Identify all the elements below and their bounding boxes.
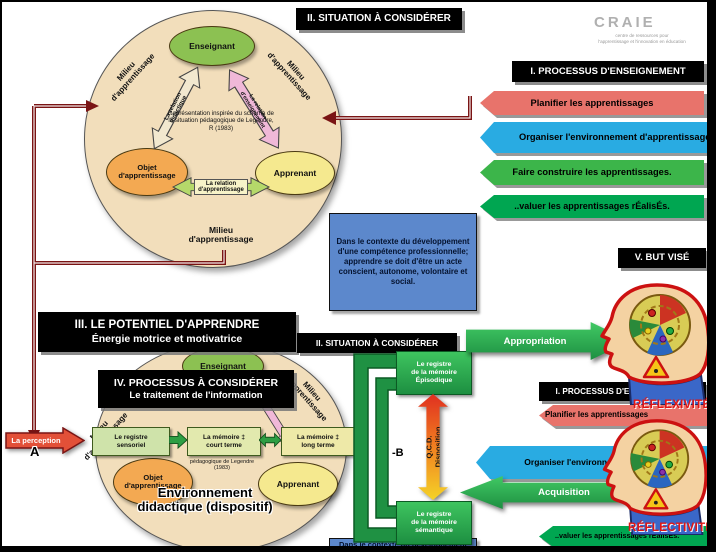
semantic-memory-box: Le registre de la mémoire sémantique	[396, 501, 472, 545]
milieu-label-bottom: Milieu d'apprentissage	[176, 225, 266, 245]
short-term-line-2: court terme	[206, 441, 242, 449]
legendre-caption-2: pédagogique de Legendre (1983)	[178, 459, 266, 472]
craie-logo: CRAIE	[594, 14, 656, 31]
learner-label: Apprenant	[276, 478, 320, 489]
long-term-memory-box: La mémoire ‡ long terme	[281, 427, 355, 456]
sensory-line-2: sensoriel	[116, 441, 146, 449]
object-label-2: d'apprentissage	[124, 481, 182, 490]
label-a: A	[30, 444, 40, 459]
semantic-line-1: Le registre	[416, 510, 452, 518]
situation-title: II. SITUATION À CONSIDÉRER	[315, 337, 439, 348]
reflexivity-label-top: RÉFLEXIVITÉ	[633, 399, 711, 411]
episodic-memory-box: Le registre de la mémoire Épisodique	[396, 351, 472, 395]
episodic-line-2: de la mémoire	[411, 368, 457, 376]
environment-line-2: didactique (dispositif)	[137, 498, 273, 514]
process-step-evaluer: ..valuer les apprentissages rÉalisÉs.	[480, 195, 704, 218]
object-label-1: Objet	[137, 163, 157, 173]
craie-tagline: centre de ressources pour l'apprentissag…	[576, 33, 708, 45]
process-step-label: ..valuer les apprentissages rÉalisÉs.	[514, 201, 670, 212]
teaching-process-title: I. PROCESSUS D'ENSEIGNEMENT	[530, 65, 686, 77]
cognition-head-top	[600, 283, 711, 405]
object-label-2: d'apprentissage	[118, 171, 176, 180]
semantic-line-3: sémantique	[415, 527, 453, 535]
semantic-line-2: de la mémoire	[411, 518, 457, 526]
cognition-head-bottom	[602, 419, 708, 535]
teaching-relation-arrow: La relation d'enseignement	[216, 60, 292, 157]
learning-object-node-2: Objet d'apprentissage	[113, 458, 193, 506]
object-label-1: Objet	[143, 473, 163, 483]
right-arrow-icon	[5, 426, 86, 455]
frame-border-left	[0, 0, 2, 552]
process-step-label: ..valuer les apprentissages rÉalisÉs.	[555, 531, 680, 541]
process-step-faire-construire: Faire construire les apprentissages.	[480, 160, 704, 185]
context-note-box: Dans le contexte du développement d'une …	[329, 213, 477, 311]
long-term-line-2: long terme	[301, 441, 335, 449]
acquisition-label: Acquisition	[538, 487, 590, 498]
teaching-process-title: I. PROCESSUS D'ENSEIGNEMENT	[555, 386, 690, 396]
didactic-environment-label: Environnement didactique (dispositif)	[95, 486, 315, 513]
learning-relation-arrow: La relation d'apprentissage	[171, 175, 271, 199]
craie-tagline-2: l'apprentissage et l'innovation en éduca…	[598, 38, 686, 44]
potential-subtitle: Énergie motrice et motivatrice	[91, 332, 243, 345]
acquisition-arrow: Acquisition	[460, 476, 638, 509]
didactic-relation-arrow: La relation didactique	[140, 59, 212, 158]
craie-tagline-1: centre de ressources pour	[615, 33, 669, 38]
sensory-line-1: Le registre	[114, 434, 148, 442]
frame-border-right	[707, 0, 716, 552]
process-step-label: Planifier les apprentissages	[530, 97, 654, 108]
long-term-line-1: La mémoire ‡	[297, 434, 339, 442]
process-step-label: Organiser l'environnement d'apprentissag…	[518, 132, 714, 143]
sensory-register-box: Le registre sensoriel	[92, 427, 170, 456]
appropriation-arrow: Appropriation	[466, 322, 630, 360]
episodic-line-3: Épisodique	[415, 377, 453, 385]
goal-title: V. BUT VISÉ	[634, 252, 690, 264]
caption2-line-1: pédagogique de Legendre	[189, 459, 255, 465]
learning-relation-label-2: d'apprentissage	[198, 187, 244, 193]
double-arrow-icon	[151, 66, 201, 150]
process-step-label: Planifier les apprentissages	[545, 410, 649, 420]
qcd-line-1: Q.C.D.	[424, 435, 433, 459]
label-b: -B	[392, 447, 404, 459]
situation-title-box: II. SITUATION À CONSIDÉRER	[296, 8, 462, 30]
frame-border-bottom	[0, 546, 716, 552]
qcd-line-2: Disposition	[433, 426, 442, 468]
frame-border-top	[0, 0, 716, 2]
arrow-right-icon	[169, 431, 187, 449]
learner-label: Apprenant	[273, 167, 317, 178]
situation-title-box-2: II. SITUATION À CONSIDÉRER	[297, 333, 457, 353]
milieu-line-2: d'apprentissage	[188, 234, 254, 245]
process-step-label: Faire construire les apprentissages.	[512, 167, 672, 178]
potential-title: III. LE POTENTIEL D'APPRENDRE	[74, 318, 260, 331]
goal-title-box: V. BUT VISÉ	[618, 248, 706, 268]
teacher-node: Enseignant	[169, 26, 255, 66]
legendre-caption: Représentation inspirée du schéma de la …	[168, 110, 274, 132]
context-note-text: Dans le contexte du développement d'une …	[336, 236, 470, 287]
caption2-line-2: (1983)	[214, 465, 230, 472]
qcd-disposition-arrow: Q.C.D. Disposition	[418, 394, 448, 500]
milieu-line-1: Milieu	[208, 225, 234, 235]
situation-title: II. SITUATION À CONSIDÉRER	[307, 13, 451, 24]
learner-node-2: Apprenant	[258, 462, 338, 506]
process-step-organiser: Organiser l'environnement d'apprentissag…	[480, 122, 716, 153]
teaching-process-title-box: I. PROCESSUS D'ENSEIGNEMENT	[512, 61, 704, 82]
short-term-line-1: La mémoire ‡	[203, 434, 245, 442]
process-iv-title: IV. PROCESSUS À CONSIDÉRER	[113, 377, 279, 389]
process-step-planifier: Planifier les apprentissages	[480, 91, 704, 115]
double-arrow-icon	[228, 69, 280, 149]
process-iv-subtitle: Le traitement de l'information	[129, 389, 263, 401]
episodic-line-1: Le registre	[416, 360, 452, 368]
environment-line-1: Environnement	[157, 485, 253, 500]
teacher-label: Enseignant	[189, 40, 235, 51]
short-term-memory-box: La mémoire ‡ court terme	[187, 427, 261, 456]
double-arrow-icon	[259, 432, 281, 448]
potential-title-box: III. LE POTENTIEL D'APPRENDRE Énergie mo…	[38, 312, 296, 352]
reflexivity-label-bottom: RÉFLECTIVITÉ	[628, 522, 714, 534]
learning-relation-label-1: La relation	[205, 180, 237, 187]
appropriation-label: Appropriation	[503, 335, 567, 347]
process-iv-title-box: IV. PROCESSUS À CONSIDÉRER Le traitement…	[98, 370, 294, 408]
perception-arrow: La perception	[5, 426, 86, 455]
teacher-label: Enseignant	[200, 360, 246, 371]
